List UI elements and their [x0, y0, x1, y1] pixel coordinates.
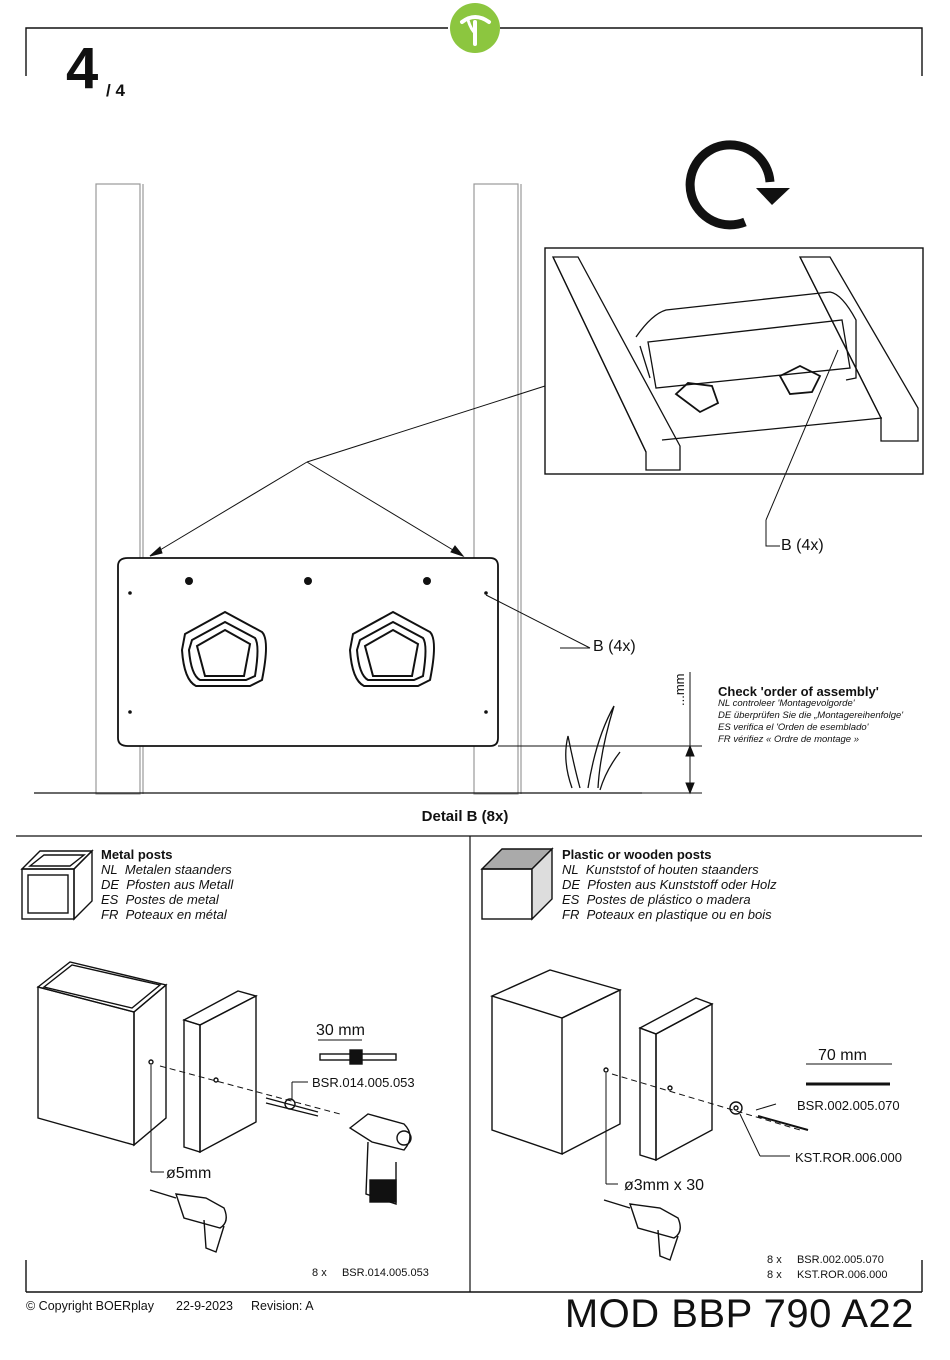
step-number: 4 — [66, 36, 99, 101]
plastic-drill-size: ø3mm x 30 — [624, 1177, 705, 1194]
metal-posts-block: Metal posts NL Metalen staanders DE Pfos… — [101, 847, 233, 922]
check-line-fr: FR vérifiez « Ordre de montage » — [718, 734, 859, 745]
boerplay-logo-icon — [450, 3, 500, 53]
callout-b-panel: B (4x) — [593, 638, 636, 655]
callout-b-zoom: B (4x) — [781, 537, 824, 554]
detail-title: Detail B (8x) — [421, 808, 509, 825]
page-frame — [25, 27, 923, 1293]
metal-parts-list-row: 8 x BSR.014.005.053 — [312, 1267, 429, 1279]
panel — [117, 557, 499, 747]
metal-dimension: 30 mm — [316, 1022, 365, 1039]
metal-part-label: BSR.014.005.053 — [312, 1075, 415, 1090]
check-order-block: Check 'order of assembly' NL controleer … — [718, 684, 904, 746]
check-line-es: ES verifica el 'Orden de esemblado' — [718, 722, 869, 733]
rotate-arrow-icon — [685, 140, 790, 230]
plastic-screw-part: BSR.002.005.070 — [797, 1098, 900, 1113]
plastic-washer-part: KST.ROR.006.000 — [795, 1150, 902, 1165]
plastic-assembly — [490, 969, 892, 1185]
ground — [34, 705, 642, 794]
check-line-nl: NL controleer 'Montagevolgorde' — [718, 698, 855, 709]
clearance-label: ...mm — [672, 673, 687, 707]
metal-posts-title: Metal posts — [101, 847, 173, 862]
plastic-line-fr: FR Poteaux en plastique ou en bois — [562, 907, 772, 922]
section-dividers — [16, 835, 922, 1292]
plastic-dimension: 70 mm — [818, 1047, 867, 1064]
metal-drill-size: ø5mm — [166, 1165, 212, 1182]
plastic-posts-title: Plastic or wooden posts — [562, 847, 712, 862]
copyright: © Copyright BOERplay — [26, 1299, 155, 1313]
clearance-dimension — [498, 672, 702, 795]
metal-line-de: DE Pfosten aus Metall — [101, 877, 234, 892]
footer-revision: Revision: A — [251, 1299, 314, 1313]
metal-assembly — [36, 961, 412, 1205]
zoom-detail — [544, 247, 924, 547]
check-line-de: DE überprüfen Sie die „Montagereihenfolg… — [718, 710, 904, 721]
metal-post-icon — [20, 849, 94, 921]
plastic-line-nl: NL Kunststof of houten staanders — [562, 862, 759, 877]
plastic-line-es: ES Postes de plástico o madera — [562, 892, 751, 907]
check-title: Check 'order of assembly' — [718, 684, 879, 699]
metal-line-nl: NL Metalen staanders — [101, 862, 232, 877]
leader-lines — [149, 385, 591, 649]
metal-line-fr: FR Poteaux en métal — [101, 907, 227, 922]
plastic-line-de: DE Pfosten aus Kunststoff oder Holz — [562, 877, 777, 892]
plastic-parts-list-row-1: 8 x BSR.002.005.070 — [767, 1254, 884, 1266]
step-total: / 4 — [106, 81, 125, 100]
drill-icon — [149, 1189, 227, 1253]
model-number: MOD BBP 790 A22 — [564, 1292, 914, 1336]
plastic-parts-list-row-2: 8 x KST.ROR.006.000 — [767, 1269, 888, 1281]
plastic-posts-block: Plastic or wooden posts NL Kunststof of … — [562, 847, 777, 922]
metal-line-es: ES Postes de metal — [101, 892, 219, 907]
solid-post-icon — [480, 847, 554, 921]
drill-icon-plastic — [603, 1199, 681, 1261]
footer-date: 22-9-2023 — [176, 1299, 233, 1313]
